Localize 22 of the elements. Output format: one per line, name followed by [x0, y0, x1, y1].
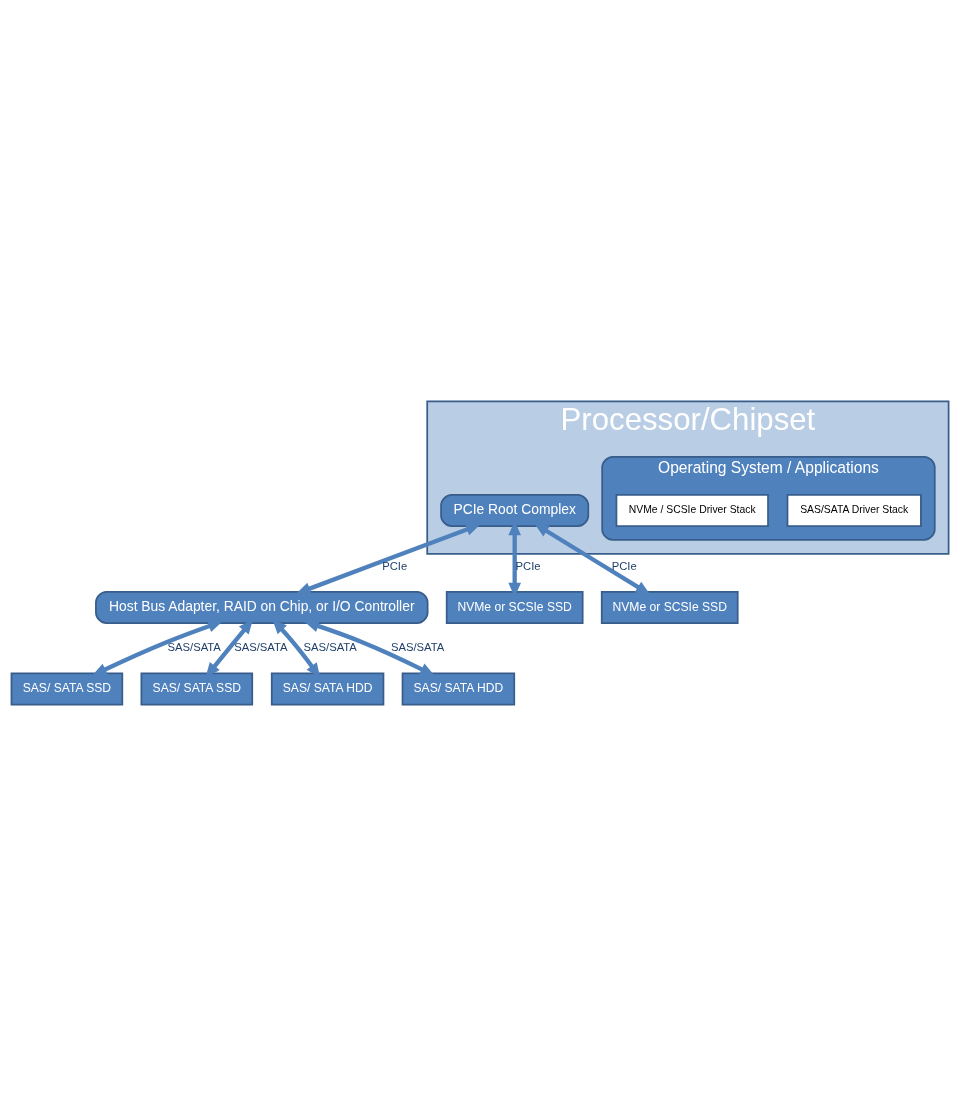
arrow [205, 619, 253, 678]
edge-label: SAS/SATA [303, 641, 357, 654]
edge-label: PCIe [611, 559, 637, 572]
arrow [296, 523, 481, 595]
node-box: NVMe or SCSIe SSD [445, 591, 584, 624]
node-box: SAS/ SATA SSD [140, 672, 254, 706]
node-box: NVMe or SCSIe SSD [600, 591, 739, 624]
node-box: SAS/ SATA SSD [10, 672, 124, 706]
node-box: SAS/ SATA HDD [401, 672, 516, 706]
node-box: NVMe / SCSIe Driver Stack [615, 494, 769, 527]
node-box: SAS/ SATA HDD [270, 672, 385, 706]
arrow [534, 523, 651, 595]
arrow [272, 619, 321, 678]
edge-label: PCIe [382, 559, 408, 572]
node-box: PCIe Root Complex [440, 494, 590, 527]
edge-label: SAS/SATA [167, 641, 221, 654]
edge-label: SAS/SATA [391, 641, 445, 654]
arrow [92, 620, 223, 676]
node-box: Host Bus Adapter, RAID on Chip, or I/O Controller [95, 591, 429, 624]
edge-label: SAS/SATA [234, 641, 288, 654]
node-box: SAS/SATA Driver Stack [786, 494, 922, 527]
arrow [304, 620, 435, 676]
